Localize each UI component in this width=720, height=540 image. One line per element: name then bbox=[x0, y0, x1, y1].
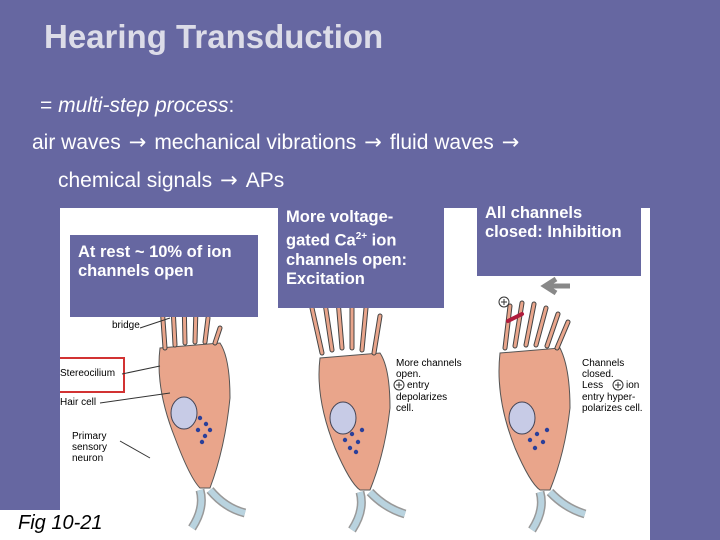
subtitle-suffix: : bbox=[228, 94, 235, 117]
subtitle-italic: multi-step process bbox=[58, 94, 229, 117]
subtitle: = multi-step process: bbox=[40, 94, 234, 118]
label-bridge: bridge bbox=[112, 320, 140, 331]
label-entry-hyperpolarizes: entry hyper- polarizes cell. bbox=[582, 392, 643, 414]
chain-step-mechanical: mechanical vibrations bbox=[154, 131, 357, 154]
caption-background bbox=[0, 510, 186, 540]
arrow-icon: → bbox=[128, 130, 147, 154]
chain-step-chemical: chemical signals bbox=[58, 169, 213, 192]
callout-inhibition: All channels closed: Inhibition bbox=[477, 204, 641, 276]
hair-cell-illustration bbox=[60, 275, 624, 533]
arrow-icon: → bbox=[220, 168, 238, 192]
callout-excitation: More voltage-gated Ca2+ ion channels ope… bbox=[278, 208, 444, 308]
callout-excitation-post: ion channels open: Excitation bbox=[286, 231, 408, 288]
chain-step-fluid: fluid waves bbox=[389, 131, 494, 154]
slide-title: Hearing Transduction bbox=[44, 18, 384, 55]
inhibition-arrow-icon bbox=[540, 276, 570, 296]
label-channels-closed: Channels closed. bbox=[582, 358, 625, 380]
chain-step-aps: APs bbox=[245, 169, 285, 192]
subtitle-prefix: = bbox=[40, 94, 59, 117]
hair-cell-rest bbox=[157, 275, 247, 531]
arrow-icon: → bbox=[364, 130, 382, 154]
label-more-channels-open: More channels open. bbox=[396, 358, 462, 380]
label-less: Less bbox=[582, 380, 604, 391]
callout-excitation-pre: More voltage-gated Ca bbox=[286, 208, 394, 250]
callout-at-rest: At rest ~ 10% of ion channels open bbox=[70, 235, 258, 317]
label-hair-cell: Hair cell bbox=[60, 397, 97, 408]
label-ion: ion bbox=[626, 380, 640, 391]
chain-step-air-waves: air waves bbox=[32, 131, 121, 154]
label-primary-sensory-neuron: Primary sensory neuron bbox=[72, 431, 108, 464]
arrow-icon: → bbox=[501, 130, 520, 154]
label-stereocilium: Stereocilium bbox=[60, 368, 116, 379]
figure-caption: Fig 10-21 bbox=[18, 512, 103, 534]
label-depolarizes-cell: depolarizes cell. bbox=[396, 392, 448, 414]
stereocilium-highlight bbox=[60, 357, 125, 393]
hair-cell-inhibited bbox=[498, 296, 624, 533]
label-entry: entry bbox=[407, 380, 430, 391]
hair-cell-excited bbox=[309, 297, 407, 533]
transduction-chain-line1: air waves → mechanical vibrations → fluid wa… bbox=[32, 130, 527, 155]
callout-excitation-sup: 2+ bbox=[355, 231, 368, 242]
transduction-chain-line2: chemical signals → APs bbox=[58, 168, 284, 193]
